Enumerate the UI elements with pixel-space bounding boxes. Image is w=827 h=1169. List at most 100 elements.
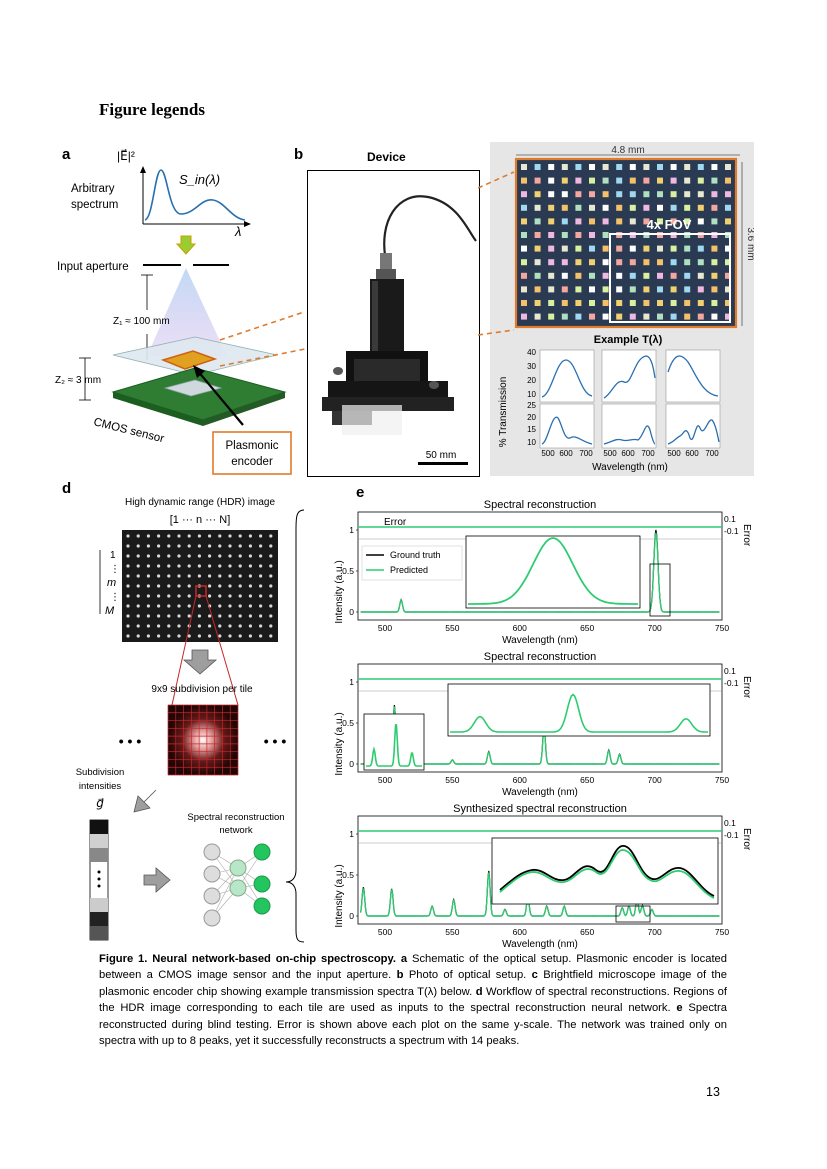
hdr-dot [208,624,212,628]
hdr-dot [238,554,242,558]
microscope-tile [589,300,595,306]
network-label-2: network [219,825,253,836]
panel-a-letter: a [62,146,71,163]
microscope-tile [657,245,663,252]
microscope-tile [561,286,568,293]
y-axis-label: Intensity (a.u.) [334,864,345,927]
hdr-dot [157,584,161,588]
microscope-tile [548,232,555,238]
hdr-dot [136,584,140,588]
hdr-dot [187,554,191,558]
hdr-dot [187,584,191,588]
microscope-tile [697,300,704,306]
hdr-dot [248,594,252,598]
hdr-dot [126,594,130,598]
microscope-tile [725,286,731,293]
microscope-tile [575,300,582,306]
hdr-dot [197,564,201,568]
microscope-tile [725,259,731,266]
microscope-tile [548,272,555,279]
hdr-dot [269,534,273,538]
hdr-dot [218,574,222,578]
hdr-dot [238,614,242,618]
microscope-tile [657,286,663,293]
microscope-tile [643,259,650,266]
lambda-label: λ [234,224,241,239]
microscope-tile [589,232,595,238]
hdr-dot [269,584,273,588]
err3-tick-hi: 0.1 [724,818,736,828]
hdr-dot [146,564,150,568]
c-xtick-600b: 600 [621,449,635,458]
hdr-dot [177,554,181,558]
y-axis-label: Intensity (a.u.) [334,560,345,623]
chart-3: Synthesized spectral reconstruction [357,803,723,925]
microscope-tile [616,164,623,170]
hdr-dot [208,594,212,598]
caption-d-label: d [475,985,483,998]
microscope-tile [575,204,582,211]
hdr-dot [187,564,191,568]
subdivision-label: 9x9 subdivision per tile [151,684,253,695]
hdr-dot [228,604,232,608]
hdr-dot [269,544,273,548]
hdr-dot-grid [126,534,273,638]
microscope-tile [548,191,555,198]
input-aperture-label: Input aperture [57,261,129,273]
microscope-tile [602,218,609,225]
caption-b-text: Photo of optical setup. [403,969,532,982]
hdr-dot [136,564,140,568]
microscope-tile [684,204,691,211]
microscope-tile [684,259,691,266]
hdr-dot [197,604,201,608]
hdr-dot [259,564,263,568]
microscope-tile [534,164,541,170]
hdr-dot [146,614,150,618]
hdr-dot [146,584,150,588]
microscope-tile [602,177,609,184]
y-tick-label: 1 [349,677,354,687]
c-ytick-30: 30 [527,362,536,371]
err2-label: Error [741,676,752,699]
hdr-dot [177,614,181,618]
microscope-tile [725,300,731,306]
microscope-tile [534,259,541,266]
c-ytick-20: 20 [527,376,536,385]
microscope-tile [534,300,541,306]
s-in-label: S_in(λ) [179,172,220,187]
error-axes: 0.1 -0.1 Error 0.1 -0.1 Error 0.1 -0.1 E… [724,514,752,851]
hdr-dot [248,624,252,628]
legend-ground-truth: Ground truth [390,550,441,560]
microscope-tile [575,177,582,184]
hdr-dot [208,564,212,568]
row-index-dots1: ⋮ [110,564,120,575]
microscope-tile [534,286,541,293]
x-tick-label: 550 [445,927,459,937]
hdr-dot [269,564,273,568]
err1-tick-lo: -0.1 [724,526,739,536]
scalebar-label: 50 mm [426,450,457,461]
microscope-tile [616,204,623,211]
intensity-vector [89,819,109,941]
hdr-dot [126,554,130,558]
panel-a-schematic: |E⃗|² S_in(λ) λ Arbitrary spectrum Input… [55,149,305,475]
microscope-tile [711,218,718,225]
microscope-tile [684,191,691,198]
hdr-dot [238,604,242,608]
microscope-tile [711,164,718,170]
microscope-tile [602,300,609,306]
hdr-dot [146,634,150,638]
microscope-tile [684,245,691,252]
device-photo: 50 mm [322,195,477,465]
hdr-dot [177,634,181,638]
microscope-tile [602,245,609,252]
x-tick-label: 600 [513,775,527,785]
hdr-dot [157,634,161,638]
chart-1-legend: Ground truth Predicted [361,545,463,581]
microscope-tile [602,272,609,279]
c-xlabel: Wavelength (nm) [592,462,668,473]
hdr-dot [157,594,161,598]
hdr-dot [146,574,150,578]
hdr-dot [228,594,232,598]
hdr-dot [177,584,181,588]
